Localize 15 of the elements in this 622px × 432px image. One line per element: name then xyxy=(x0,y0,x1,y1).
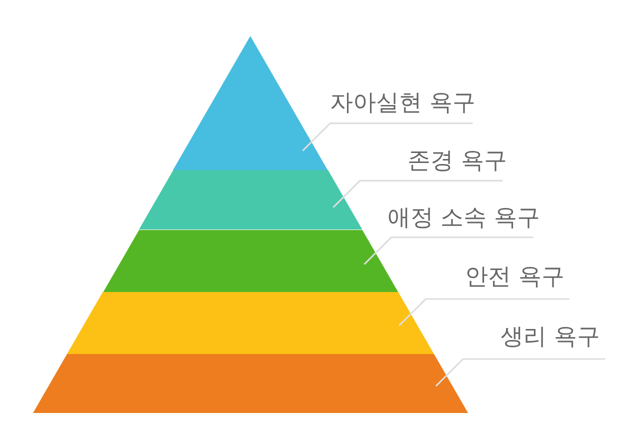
leader-line xyxy=(332,180,503,208)
pyramid-level xyxy=(138,170,362,230)
level-label: 존경 욕구 xyxy=(408,150,507,173)
leader-line xyxy=(364,236,534,265)
leader-line xyxy=(435,358,605,387)
level-label: 자아실현 욕구 xyxy=(330,92,476,115)
pyramid-level xyxy=(32,354,468,413)
pyramid-level xyxy=(173,36,328,170)
level-label: 생리 욕구 xyxy=(500,326,600,349)
leader-line xyxy=(302,122,473,152)
level-label: 애정 소속 욕구 xyxy=(387,207,540,230)
leader-line xyxy=(398,298,570,326)
pyramid-level xyxy=(67,292,434,354)
level-label: 안전 욕구 xyxy=(465,266,564,289)
pyramid-level xyxy=(102,230,398,292)
